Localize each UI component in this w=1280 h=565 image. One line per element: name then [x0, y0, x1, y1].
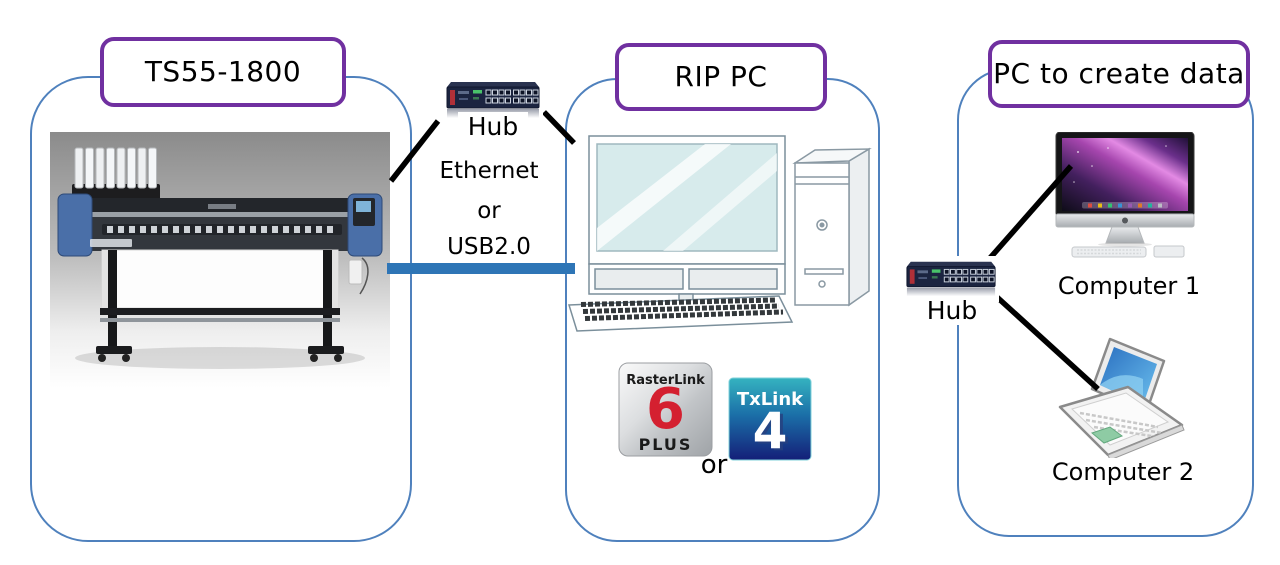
hub-left-label-text: Hub [467, 112, 519, 141]
printer-section-label: TS55-1800 [100, 37, 346, 107]
rip-section-title: RIP PC [674, 60, 768, 93]
imac-illustration [1055, 132, 1195, 258]
computer2-device [1052, 333, 1190, 458]
rasterlink-brand-text: RasterLink [626, 373, 705, 388]
desktop-pc-illustration [567, 135, 872, 332]
hub-left-label: Hub [458, 112, 528, 141]
keyboard [567, 295, 794, 332]
computer1-device [1048, 132, 1200, 258]
txlink-brand-text: TxLink [737, 389, 804, 410]
software-or-label: or [686, 450, 742, 480]
or-text: or [477, 198, 501, 224]
txlink-logo-icon: TxLink 4 4 [728, 377, 812, 461]
laptop-illustration [1058, 337, 1185, 458]
rasterlink6plus-logo: RasterLink 6 PLUS [618, 362, 713, 457]
hub-right-label: Hub [915, 296, 989, 325]
rasterlink-number-text: 6 [646, 377, 685, 442]
rasterlink-logo-icon: RasterLink 6 PLUS [618, 362, 713, 457]
connection-type-or: or [428, 198, 550, 224]
tower [792, 147, 872, 307]
ethernet-text: Ethernet [439, 158, 539, 184]
software-or-text: or [700, 450, 728, 480]
txlink-number-text: 4 [753, 402, 788, 460]
hub-right-label-text: Hub [926, 296, 978, 325]
create-section-title: PC to create data [993, 57, 1245, 90]
computer1-label: Computer 1 [1048, 272, 1210, 300]
connection-type-usb: USB2.0 [428, 234, 550, 260]
txlink-number-shadow: 4 [756, 404, 791, 461]
printer-to-rippc-cable [387, 263, 575, 274]
computer1-label-text: Computer 1 [1057, 272, 1201, 300]
create-section-label: PC to create data [988, 40, 1250, 108]
rip-pc-computer [567, 133, 872, 333]
printer-body [57, 193, 383, 257]
hub-right-icon [906, 261, 996, 297]
usb-text: USB2.0 [447, 234, 531, 260]
rasterlink-suffix-text: PLUS [639, 435, 693, 454]
printer-photo [50, 132, 390, 388]
printer-stand [96, 250, 369, 362]
printer-section-title: TS55-1800 [144, 55, 302, 88]
ts55-printer-illustration [50, 132, 390, 388]
media-roll [101, 249, 339, 309]
txlink4-logo: TxLink 4 4 [728, 377, 812, 461]
computer2-label: Computer 2 [1042, 458, 1204, 486]
connection-type-ethernet: Ethernet [428, 158, 550, 184]
rip-section-label: RIP PC [615, 43, 827, 111]
computer2-label-text: Computer 2 [1051, 458, 1195, 486]
